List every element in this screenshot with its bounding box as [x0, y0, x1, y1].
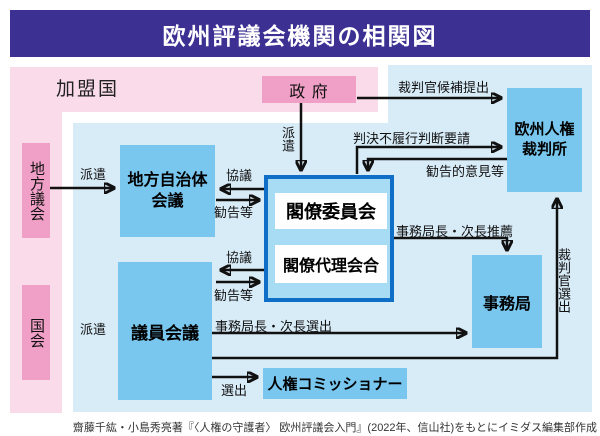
node-echr-line2: 裁判所 [521, 141, 567, 158]
node-government: 政 府 [262, 76, 356, 103]
label-recommend-upper: 勧告等 [214, 205, 254, 220]
node-european-court-of-human-rights: 欧州人権 裁判所 [507, 88, 582, 192]
node-secretariat: 事務局 [472, 255, 542, 348]
node-congress-line1: 地方自治体 [127, 172, 208, 189]
label-sg-deputy-recommend: 事務局長・次長推薦 [396, 224, 514, 239]
page-title: 欧州評議会機関の相関図 [10, 10, 590, 57]
node-human-rights-commissioner: 人権コミッショナー [263, 368, 407, 399]
node-congress-of-local-authorities: 地方自治体 会議 [120, 145, 215, 237]
node-congress-line2: 会議 [151, 193, 184, 210]
label-consult-upper: 協議 [226, 168, 253, 183]
label-judge-elect: 裁判官選出 [556, 248, 571, 313]
label-sg-deputy-elect: 事務局長・次長選出 [215, 319, 333, 334]
source-caption: 齋藤千紘・小島秀亮著『〈人権の守護者〉 欧州評議会入門』(2022年、信山社)を… [72, 422, 597, 434]
label-judge-candidates: 裁判官候補提出 [398, 80, 490, 95]
node-parliamentary-assembly: 議員会議 [118, 262, 212, 400]
label-dispatch-local: 派遣 [80, 167, 107, 182]
node-committee-of-ministers: 閣僚委員会 [275, 193, 387, 229]
member-states-label: 加盟国 [56, 79, 120, 100]
label-recommend-lower: 勧告等 [214, 288, 254, 303]
label-elect: 選出 [221, 383, 248, 398]
label-noncompliance-request: 判決不履行判断要請 [353, 131, 471, 146]
node-local-assembly: 地方議会 [22, 143, 50, 238]
label-dispatch-national: 派遣 [80, 322, 107, 337]
label-consult-lower: 協議 [226, 250, 253, 265]
node-committee-group: 閣僚委員会 閣僚代理会合 [264, 175, 394, 302]
label-advisory-opinions: 勧告的意見等 [426, 164, 505, 179]
node-ministers-deputies: 閣僚代理会合 [275, 245, 387, 283]
node-echr-line1: 欧州人権 [514, 121, 575, 138]
node-national-diet: 国会 [22, 285, 50, 380]
label-dispatch-government: 派遣 [280, 126, 295, 152]
